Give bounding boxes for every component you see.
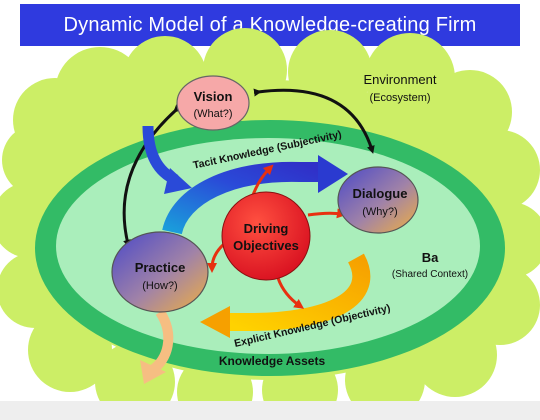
driving-objectives-label-2: Objectives (233, 238, 299, 253)
environment-sublabel: (Ecosystem) (369, 92, 430, 104)
explicit-knowledge-arrow (200, 253, 371, 338)
knowledge-assets-label: Knowledge Assets (219, 354, 326, 368)
vision-practice-arrow (122, 104, 182, 248)
ba-sublabel: (Shared Context) (392, 269, 468, 280)
dialogue-node (337, 166, 419, 234)
dialogue-label: Dialogue (353, 186, 408, 201)
vision-node (176, 75, 250, 131)
practice-label: Practice (135, 260, 186, 275)
practice-to-assets-arrow (140, 309, 174, 384)
vision-sublabel: (What?) (193, 108, 232, 120)
practice-node (111, 231, 209, 313)
tacit-knowledge-arrow (162, 155, 348, 235)
environment-label: Environment (364, 72, 437, 87)
ba-label: Ba (422, 250, 439, 265)
dialogue-sublabel: (Why?) (362, 206, 397, 218)
vision-to-tacit-arrow (142, 125, 192, 194)
practice-sublabel: (How?) (142, 280, 177, 292)
driving-objectives-label-1: Driving (244, 221, 289, 236)
bottom-strip (0, 401, 540, 420)
vision-label: Vision (194, 89, 233, 104)
driving-objectives-node (221, 191, 311, 281)
vision-dialogue-arrow (253, 88, 375, 154)
